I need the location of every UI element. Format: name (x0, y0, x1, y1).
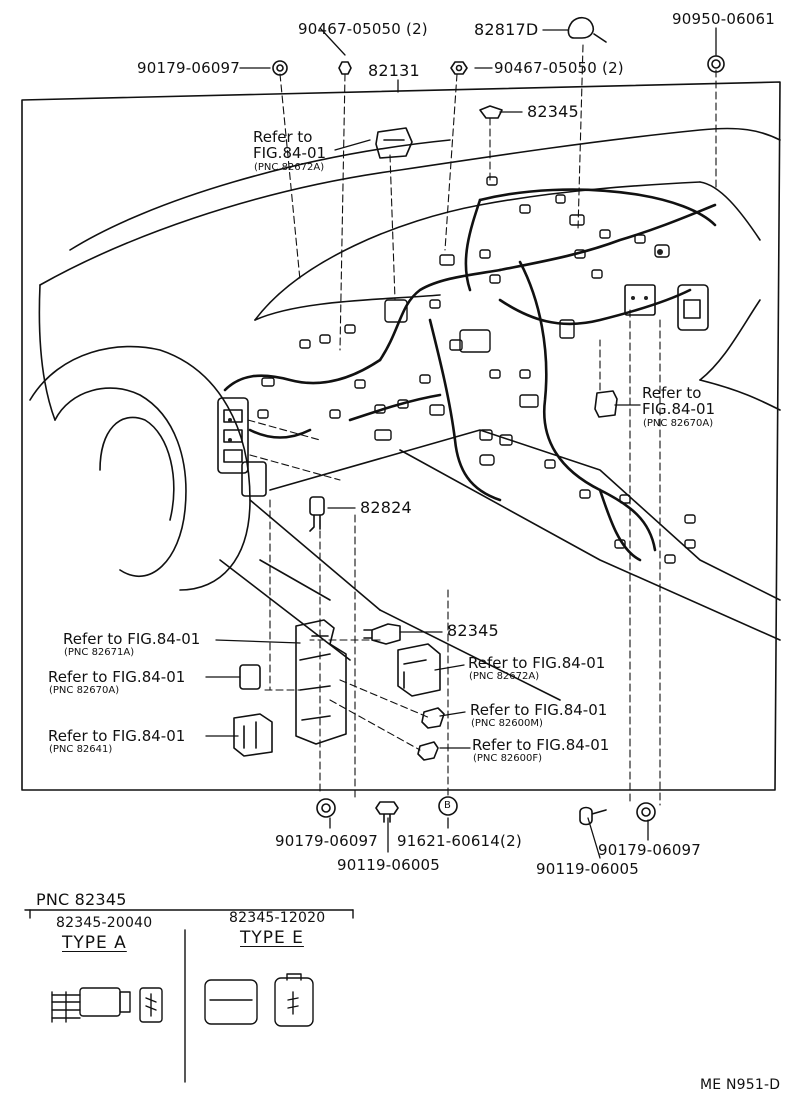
junction-block-left (217, 397, 267, 497)
bolt-marker-letter: B (444, 800, 451, 811)
ref-label-82671a: Refer to FIG.84-01 (63, 630, 201, 648)
part-label-91621: 91621-60614(2) (397, 832, 522, 850)
part-label-82131: 82131 (368, 61, 420, 80)
ref-label-82600f: Refer to FIG.84-01 (472, 736, 610, 754)
connector-82345-icon (479, 105, 503, 119)
ref-pnc-82671a: (PNC 82671A) (64, 647, 135, 658)
connector-82345-mid-icon (363, 623, 401, 645)
connector-82672a-lower-icon (397, 643, 441, 697)
grommet-icon (316, 798, 336, 818)
bolt-icon (579, 806, 607, 826)
part-label-82824: 82824 (360, 498, 412, 517)
ref-label-82672a-lower: Refer to FIG.84-01 (468, 654, 606, 672)
connector-82600m-icon (421, 707, 445, 729)
harness-clamp-icon (567, 16, 607, 43)
projection-lines (247, 44, 717, 806)
harness-connectors (257, 176, 696, 564)
ref-pnc-82641: (PNC 82641) (49, 744, 113, 755)
ref-fig-82672a-top: FIG.84-01 (253, 144, 327, 162)
ref-fig-82670a-right: FIG.84-01 (642, 400, 716, 418)
mid-parts (233, 390, 618, 761)
diagram-code: ME N951-D (700, 1077, 781, 1093)
relay-block-right (624, 284, 709, 331)
part-label-82345-mid: 82345 (447, 621, 499, 640)
part-label-90179-bottom-left: 90179-06097 (275, 832, 379, 850)
grommet-icon (636, 802, 656, 822)
grommet-icon (272, 60, 288, 76)
relay-82641-icon (233, 713, 273, 757)
diagram-frame (21, 81, 781, 791)
connector-82672a-icon (375, 127, 413, 159)
part-label-90179-bottom-right: 90179-06097 (598, 841, 702, 859)
bolt-icon (375, 801, 399, 823)
pnc-table-title: PNC 82345 (36, 890, 127, 909)
ref-pnc-82670a-right: (PNC 82670A) (643, 418, 714, 429)
connector-82824-icon (309, 496, 325, 516)
ref-pnc-82672a-top: (PNC 82672A) (254, 162, 325, 173)
clip-nut-icon (450, 61, 468, 75)
part-label-90119-right: 90119-06005 (536, 860, 640, 878)
ref-label-82672a-top: Refer to (253, 128, 313, 146)
type-e-connector-icon (204, 973, 314, 1027)
bottom-fasteners (316, 796, 656, 826)
type-a-part-number: 82345-20040 (56, 915, 153, 931)
pnc-table-frame (24, 909, 354, 1083)
ref-label-82670a-right: Refer to (642, 384, 702, 402)
ref-pnc-82600m: (PNC 82600M) (471, 718, 543, 729)
type-e-part-number: 82345-12020 (229, 910, 326, 926)
relay-82670a-icon (239, 664, 261, 690)
ref-label-82670a-left: Refer to FIG.84-01 (48, 668, 186, 686)
ref-pnc-82670a-left: (PNC 82670A) (49, 685, 120, 696)
ref-label-82600m: Refer to FIG.84-01 (470, 701, 608, 719)
connector-82600f-icon (417, 741, 439, 761)
type-a-label: TYPE A (62, 933, 127, 953)
wiring-harness (223, 188, 717, 562)
ref-label-82641: Refer to FIG.84-01 (48, 727, 186, 745)
plug-icon (707, 55, 725, 73)
connector-82670a-icon (594, 390, 618, 418)
part-label-90467-right: 90467-05050 (2) (494, 59, 624, 77)
part-label-90179-top: 90179-06097 (137, 59, 241, 77)
harness-details (228, 249, 663, 442)
bolt-marker-icon (438, 796, 458, 816)
part-label-82345-top: 82345 (527, 102, 579, 121)
top-fasteners (272, 16, 725, 159)
ref-pnc-82600f: (PNC 82600F) (473, 753, 543, 764)
junction-block-82671a-icon (295, 619, 347, 745)
part-label-90467-top: 90467-05050 (2) (298, 20, 428, 38)
part-label-90119-left: 90119-06005 (337, 856, 441, 874)
part-label-82817d: 82817D (474, 20, 539, 39)
type-a-connector-icon (51, 987, 163, 1023)
type-e-label: TYPE E (240, 928, 304, 948)
ref-pnc-82672a-lower: (PNC 82672A) (469, 671, 540, 682)
car-body-outline (29, 127, 781, 701)
part-label-90950: 90950-06061 (672, 10, 776, 28)
clip-nut-icon (338, 61, 352, 75)
